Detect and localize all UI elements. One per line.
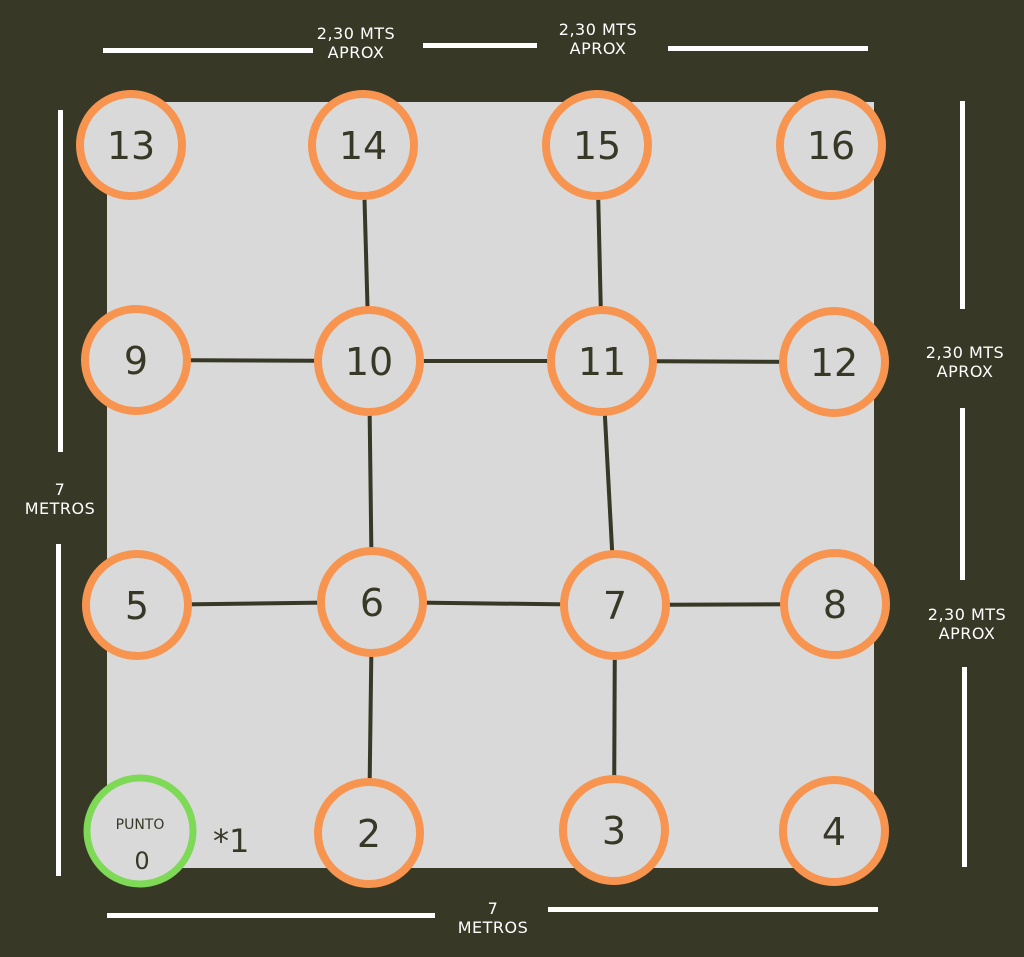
- point-marker-16: 16: [776, 90, 886, 200]
- point-number: 16: [807, 124, 855, 168]
- point-number: 15: [573, 124, 621, 168]
- point-marker-10: 10: [314, 306, 424, 416]
- point-ring: [308, 90, 418, 200]
- point-marker-8: 8: [780, 549, 890, 659]
- point-marker-14: 14: [308, 90, 418, 200]
- bottom-dimension-line-left: [107, 913, 435, 918]
- start-point-ring: [83, 774, 197, 888]
- point-ring: [547, 306, 657, 416]
- point-ring: [314, 778, 424, 888]
- point-ring: [779, 776, 889, 886]
- point-ring: [559, 775, 669, 885]
- right-dimension-line-1: [960, 101, 965, 309]
- dimension-label-left: 7 METROS: [5, 480, 115, 518]
- bottom-dimension-line-right: [548, 907, 878, 912]
- point-number: 9: [124, 339, 148, 383]
- point-marker-7: 7: [560, 550, 670, 660]
- dimension-label-line: 2,30 MTS: [558, 20, 638, 39]
- dimension-label-line: METROS: [24, 499, 96, 518]
- dimension-label-line: METROS: [457, 918, 529, 937]
- footnote-marker: *1: [213, 822, 249, 860]
- start-point-number: 0: [134, 847, 149, 875]
- point-number: 10: [345, 340, 393, 384]
- field-area: [107, 102, 874, 868]
- dimension-label-line: 2,30 MTS: [925, 343, 1005, 362]
- point-marker-5: 5: [82, 550, 192, 660]
- point-marker-11: 11: [547, 306, 657, 416]
- point-ring: [81, 305, 191, 415]
- point-marker-2: 2: [314, 778, 424, 888]
- dimension-label-line: 7: [54, 480, 66, 499]
- point-number: 8: [823, 583, 847, 627]
- point-number: 6: [360, 581, 384, 625]
- point-marker-4: 4: [779, 776, 889, 886]
- point-ring: [76, 90, 186, 200]
- dimension-label-top-left: 2,30 MTS APROX: [296, 24, 416, 62]
- dimension-label-bottom: 7 METROS: [438, 899, 548, 937]
- point-ring: [82, 550, 192, 660]
- point-ring: [776, 90, 886, 200]
- dimension-label-line: APROX: [569, 39, 627, 58]
- point-number: 2: [357, 812, 381, 856]
- point-number: 13: [107, 124, 155, 168]
- point-marker-13: 13: [76, 90, 186, 200]
- dimension-label-right-lower: 2,30 MTS APROX: [912, 605, 1022, 643]
- point-number: 12: [810, 341, 858, 385]
- start-point-marker: PUNTO 0: [83, 774, 197, 888]
- point-number: 7: [603, 584, 627, 628]
- point-ring: [317, 547, 427, 657]
- point-number: 5: [125, 584, 149, 628]
- dimension-label-top-right: 2,30 MTS APROX: [538, 20, 658, 58]
- point-number: 4: [822, 810, 846, 854]
- dimension-label-line: APROX: [327, 43, 385, 62]
- top-dimension-line-middle: [423, 43, 537, 48]
- point-ring: [314, 306, 424, 416]
- dimension-label-line: 2,30 MTS: [927, 605, 1007, 624]
- point-marker-6: 6: [317, 547, 427, 657]
- dimension-label-line: 7: [487, 899, 499, 918]
- left-dimension-line-upper: [58, 110, 63, 452]
- point-ring: [780, 549, 890, 659]
- point-ring: [560, 550, 670, 660]
- dimension-label-line: APROX: [936, 362, 994, 381]
- point-marker-9: 9: [81, 305, 191, 415]
- point-number: 11: [578, 340, 626, 384]
- dimension-label-line: APROX: [938, 624, 996, 643]
- point-number: 14: [339, 124, 387, 168]
- dimension-label-right-upper: 2,30 MTS APROX: [910, 343, 1020, 381]
- start-point-label: PUNTO: [116, 817, 165, 833]
- point-number: 3: [602, 809, 626, 853]
- point-ring: [779, 307, 889, 417]
- point-marker-12: 12: [779, 307, 889, 417]
- right-dimension-line-3: [962, 667, 967, 867]
- point-marker-3: 3: [559, 775, 669, 885]
- left-dimension-line-lower: [56, 544, 61, 876]
- top-dimension-line-left: [103, 48, 313, 53]
- right-dimension-line-2: [960, 408, 965, 580]
- point-marker-15: 15: [542, 90, 652, 200]
- dimension-label-line: 2,30 MTS: [316, 24, 396, 43]
- top-dimension-line-right: [668, 46, 868, 51]
- point-ring: [542, 90, 652, 200]
